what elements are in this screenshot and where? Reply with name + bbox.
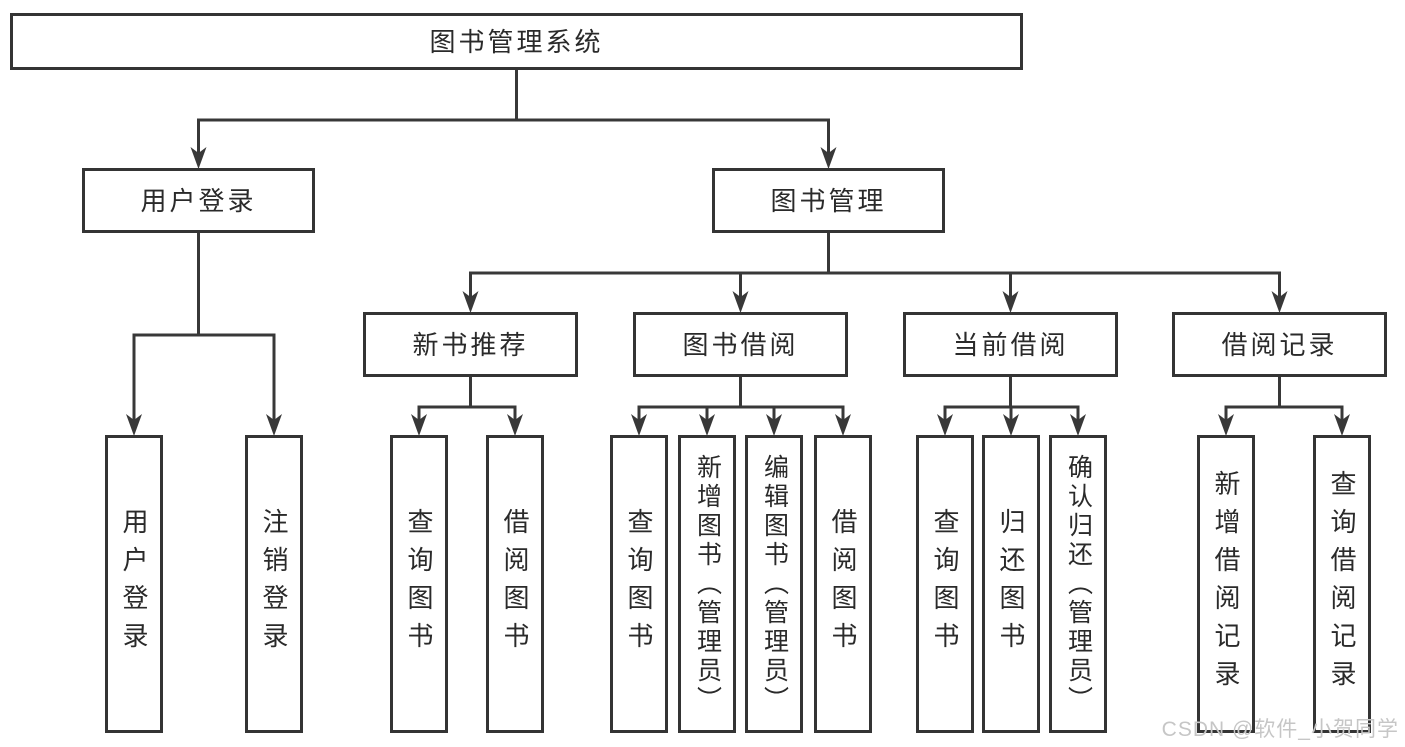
node-label-new-book-rec: 新书推荐: [412, 329, 529, 360]
arrowhead-icon: [820, 147, 837, 169]
node-label-bb-add: 新增图书（管理员）: [693, 453, 722, 715]
node-label-br-query: 查询借阅记录: [1327, 470, 1357, 698]
node-label-root: 图书管理系统: [429, 26, 604, 57]
node-br-query: 查询借阅记录: [1313, 435, 1371, 733]
node-label-nb-query: 查询图书: [404, 508, 434, 660]
arrowhead-icon: [266, 414, 282, 436]
arrowhead-icon: [1002, 291, 1019, 313]
node-label-br-add: 新增借阅记录: [1211, 470, 1241, 698]
node-label-book-borrow: 图书借阅: [682, 329, 799, 360]
arrowhead-icon: [507, 414, 523, 436]
arrowhead-icon: [1334, 414, 1350, 436]
node-bb-borrow: 借阅图书: [814, 435, 872, 733]
node-new-book-rec: 新书推荐: [363, 312, 578, 377]
arrowhead-icon: [699, 414, 715, 436]
node-cb-confirm: 确认归还（管理员）: [1049, 435, 1107, 733]
arrowhead-icon: [1271, 291, 1288, 313]
node-label-bb-borrow: 借阅图书: [828, 508, 858, 660]
node-ul-login: 用户登录: [105, 435, 163, 733]
node-nb-borrow: 借阅图书: [486, 435, 544, 733]
arrowhead-icon: [190, 147, 207, 169]
node-label-cb-confirm: 确认归还（管理员）: [1064, 453, 1093, 715]
node-book-borrow: 图书借阅: [633, 312, 848, 377]
arrowhead-icon: [835, 414, 851, 436]
node-borrow-record: 借阅记录: [1172, 312, 1387, 377]
node-label-ul-logout: 注销登录: [259, 508, 289, 660]
node-label-user-login: 用户登录: [140, 185, 257, 216]
node-cb-query: 查询图书: [916, 435, 974, 733]
node-br-add: 新增借阅记录: [1197, 435, 1255, 733]
node-bb-edit: 编辑图书（管理员）: [745, 435, 803, 733]
arrowhead-icon: [631, 414, 647, 436]
watermark: CSDN @软件_小贺同学: [1161, 718, 1399, 741]
node-bb-add: 新增图书（管理员）: [678, 435, 736, 733]
node-book-mgmt: 图书管理: [712, 168, 945, 233]
node-cb-return: 归还图书: [982, 435, 1040, 733]
node-current-borrow: 当前借阅: [903, 312, 1118, 377]
arrowhead-icon: [732, 291, 749, 313]
node-label-bb-query: 查询图书: [624, 508, 654, 660]
arrowhead-icon: [1003, 414, 1019, 436]
node-ul-logout: 注销登录: [245, 435, 303, 733]
node-label-book-mgmt: 图书管理: [770, 185, 887, 216]
arrowhead-icon: [937, 414, 953, 436]
node-label-current-borrow: 当前借阅: [952, 329, 1069, 360]
arrowhead-icon: [1218, 414, 1234, 436]
node-label-nb-borrow: 借阅图书: [500, 508, 530, 660]
node-label-cb-return: 归还图书: [996, 508, 1026, 660]
node-label-cb-query: 查询图书: [930, 508, 960, 660]
node-user-login: 用户登录: [82, 168, 315, 233]
node-bb-query: 查询图书: [610, 435, 668, 733]
arrowhead-icon: [1070, 414, 1086, 436]
node-label-bb-edit: 编辑图书（管理员）: [760, 453, 789, 715]
node-label-ul-login: 用户登录: [119, 508, 149, 660]
arrowhead-icon: [462, 291, 479, 313]
node-label-borrow-record: 借阅记录: [1221, 329, 1338, 360]
arrowhead-icon: [411, 414, 427, 436]
node-nb-query: 查询图书: [390, 435, 448, 733]
node-root: 图书管理系统: [10, 13, 1023, 70]
arrowhead-icon: [126, 414, 142, 436]
arrowhead-icon: [766, 414, 782, 436]
